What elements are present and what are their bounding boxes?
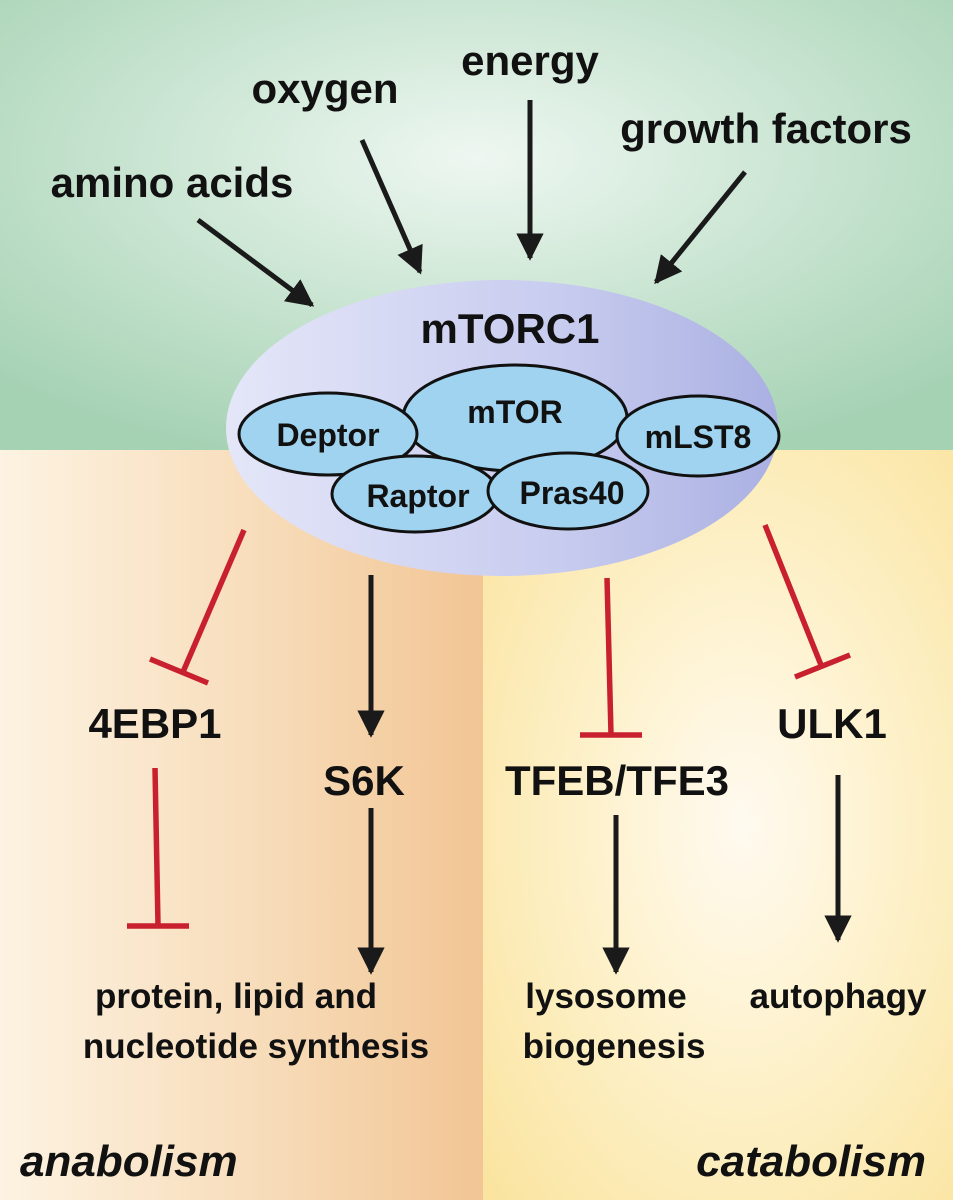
- 4ebp1-label: 4EBP1: [88, 700, 221, 747]
- s6k-label: S6K: [323, 757, 405, 804]
- deptor-label: Deptor: [276, 417, 379, 453]
- mlst8-subunit: [615, 394, 781, 478]
- lysosome-label-line1: lysosome: [525, 977, 686, 1016]
- synthesis-label-line2: nucleotide synthesis: [83, 1027, 429, 1066]
- mtorc1-to-4ebp1-bar: [148, 656, 210, 686]
- anabolism-label: anabolism: [20, 1137, 238, 1186]
- 4ebp1-to-synthesis-inhibition: [152, 767, 161, 926]
- amino-acids-label: amino acids: [51, 159, 294, 206]
- energy-label: energy: [461, 37, 599, 84]
- inhibition-connectors: [127, 523, 852, 929]
- lysosome-label-line2: biogenesis: [523, 1027, 706, 1066]
- activation-connectors: [357, 575, 852, 975]
- amino-acids-arrow: [196, 217, 315, 308]
- synthesis-label-line1: protein, lipid and: [95, 977, 377, 1016]
- oxygen-label: oxygen: [251, 65, 398, 112]
- input-arrows: [196, 100, 747, 308]
- anabolism-background: [0, 450, 483, 1200]
- mlst8-label: mLST8: [645, 419, 752, 455]
- mtorc1-to-tfeb-inhibition: [604, 577, 614, 735]
- mtor-label: mTOR: [467, 394, 562, 430]
- catabolism-background: [483, 450, 953, 1200]
- growth-factors-arrow: [654, 170, 747, 285]
- catabolism-label: catabolism: [696, 1137, 926, 1186]
- mtorc1-to-4ebp1-inhibition: [180, 528, 247, 674]
- mtorc1-title: mTORC1: [421, 305, 600, 352]
- subunits: [237, 363, 781, 534]
- raptor-label: Raptor: [366, 478, 469, 514]
- autophagy-label: autophagy: [750, 977, 927, 1016]
- oxygen-arrow: [359, 138, 423, 275]
- mtorc1-to-ulk1-bar: [793, 652, 852, 680]
- deptor-subunit: [237, 391, 419, 477]
- ulk1-label: ULK1: [777, 700, 887, 747]
- pras40-subunit: [486, 451, 650, 531]
- growth-factors-label: growth factors: [620, 105, 912, 152]
- pras40-label: Pras40: [520, 475, 625, 511]
- tfeb-tfe3-label: TFEB/TFE3: [505, 757, 729, 804]
- mtorc1-to-ulk1-inhibition: [762, 523, 824, 667]
